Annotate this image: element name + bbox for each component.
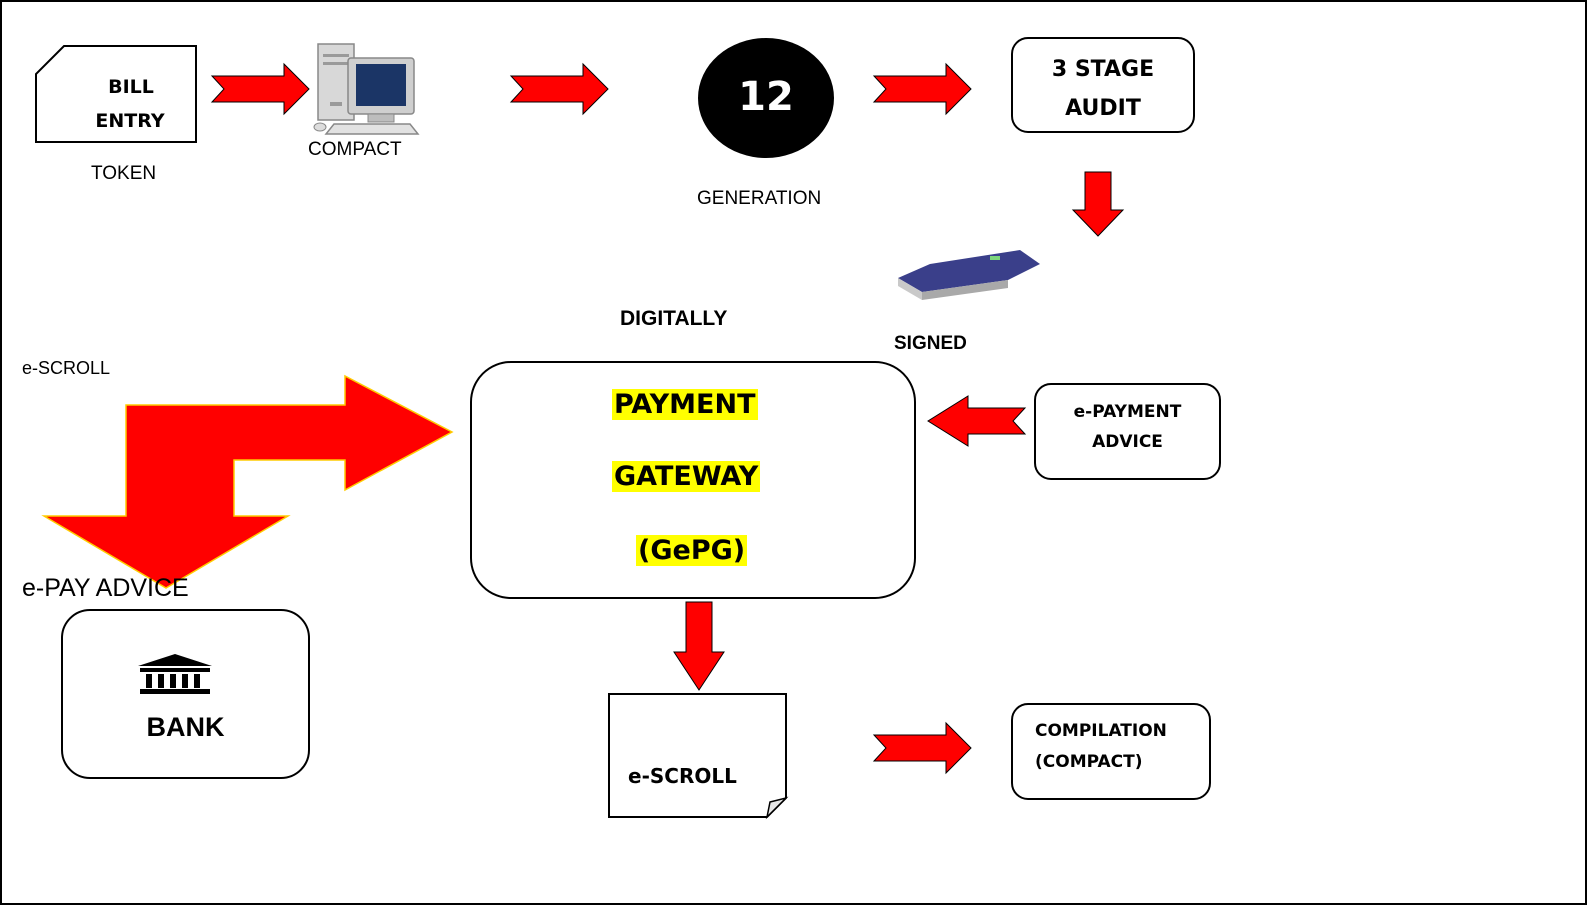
gateway-label-line3: (GePG) — [636, 535, 748, 566]
signed-caption: SIGNED — [894, 333, 967, 354]
arrow-compact-to-generation — [509, 62, 609, 116]
arrow-bank-gateway-bent — [41, 374, 454, 589]
computer-icon — [313, 43, 420, 135]
compilation-label-line1: COMPILATION — [1035, 721, 1167, 741]
escroll-document — [608, 693, 789, 820]
gateway-label-line1: PAYMENT — [612, 389, 758, 420]
epay-advice-label: e-PAY ADVICE — [22, 574, 189, 602]
digitally-label: DIGITALLY — [620, 307, 728, 330]
audit-label-line2: AUDIT — [1065, 96, 1141, 121]
audit-box — [1011, 37, 1195, 133]
token-caption: TOKEN — [91, 163, 157, 184]
generation-caption: GENERATION — [697, 188, 822, 209]
compact-caption: COMPACT — [308, 139, 402, 160]
epayment-advice-line1: e-PAYMENT — [1073, 402, 1182, 422]
token-card — [35, 45, 197, 143]
generation-circle — [698, 38, 834, 158]
usb-token-icon — [898, 250, 1040, 300]
arrow-epayment-to-gateway — [927, 395, 1027, 447]
generation-number: 12 — [738, 74, 794, 120]
bank-icon — [138, 654, 212, 694]
arrow-escroll-to-compilation — [872, 721, 972, 775]
arrow-audit-to-signed — [1071, 171, 1125, 237]
gateway-label-line2: GATEWAY — [612, 461, 761, 492]
escroll-document-label: e-SCROLL — [628, 764, 737, 788]
escroll-left-label: e-SCROLL — [22, 358, 111, 378]
bank-label: BANK — [146, 712, 225, 742]
compilation-label-line2: (COMPACT) — [1035, 752, 1143, 772]
token-label-line1: BILL — [108, 76, 154, 98]
audit-label-line1: 3 STAGE — [1051, 57, 1155, 82]
epayment-advice-box — [1034, 383, 1221, 480]
token-label-line2: ENTRY — [95, 110, 165, 132]
arrow-token-to-compact — [210, 62, 310, 116]
arrow-gateway-to-escroll — [673, 601, 725, 691]
compilation-box — [1011, 703, 1211, 800]
epayment-advice-line2: ADVICE — [1092, 432, 1163, 452]
arrow-generation-to-audit — [872, 62, 972, 116]
